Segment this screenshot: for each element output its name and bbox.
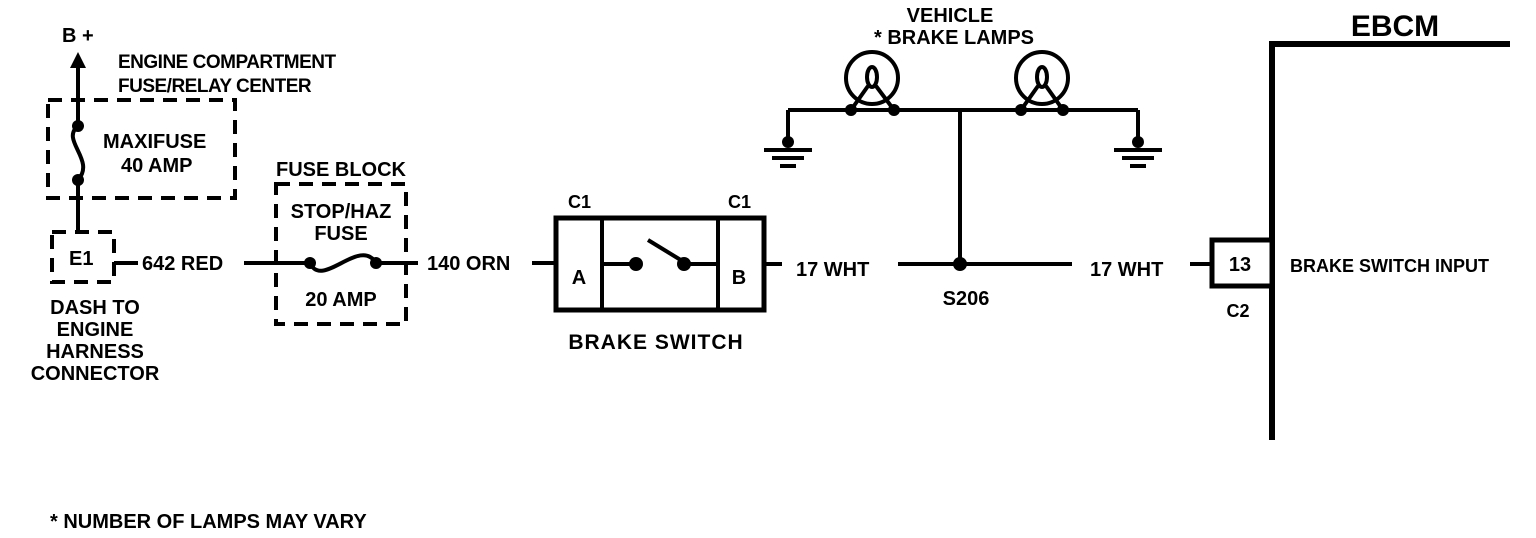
ground-right-icon <box>1114 148 1162 168</box>
bplus-arrow-icon <box>70 52 86 68</box>
brake-switch-label: BRAKE SWITCH <box>568 331 743 354</box>
connector-e1-desc-3: HARNESS <box>46 341 144 363</box>
ebcm-brake-switch-input: BRAKE SWITCH INPUT <box>1290 256 1489 276</box>
brake-switch-c1-left: C1 <box>568 192 591 212</box>
fuse-block-name-1: STOP/HAZ <box>291 201 392 223</box>
fuse-block-name-2: FUSE <box>314 223 367 245</box>
connector-e1-pin: E1 <box>69 248 93 270</box>
fuse-relay-center-title-2: FUSE/RELAY CENTER <box>118 76 312 97</box>
wire-17-wht-left-label: 17 WHT <box>796 259 869 281</box>
brake-lamp-2-icon <box>1014 50 1070 106</box>
fuse-block-title: FUSE BLOCK <box>276 159 407 181</box>
maxifuse-rating: 40 AMP <box>121 155 193 177</box>
connector-e1-desc-2: ENGINE <box>57 319 134 341</box>
maxifuse-icon <box>70 124 86 182</box>
fuse-relay-center-title-1: ENGINE COMPARTMENT <box>118 52 336 73</box>
wire-17-wht-right-label: 17 WHT <box>1090 259 1163 281</box>
lamps-title-1: VEHICLE <box>907 5 994 27</box>
lamps-footnote: * NUMBER OF LAMPS MAY VARY <box>50 511 367 533</box>
stop-haz-fuse-terminal-left <box>304 257 316 269</box>
brake-switch-pin-a: A <box>572 267 586 289</box>
connector-e1-desc-1: DASH TO <box>50 297 140 319</box>
splice-s206-label: S206 <box>943 288 990 310</box>
maxifuse-terminal-top <box>72 120 84 132</box>
maxifuse-label: MAXIFUSE <box>103 131 206 153</box>
ground-left-icon <box>764 148 812 168</box>
brake-lamp-1-terminal-l <box>845 104 857 116</box>
ebcm-pin-13: 13 <box>1229 254 1251 276</box>
fuse-relay-center-box <box>46 98 237 200</box>
brake-lamp-1-icon <box>844 50 900 106</box>
ebcm-pin-13-box <box>1209 237 1275 289</box>
brake-switch-c1-right: C1 <box>728 192 751 212</box>
ebcm-boundary <box>1269 41 1510 440</box>
brake-lamp-1-filament-icon <box>865 65 879 89</box>
connector-e1-desc-4: CONNECTOR <box>31 363 160 385</box>
brake-switch-contact-left <box>629 257 643 271</box>
brake-switch-pin-b: B <box>732 267 746 289</box>
ground-left-dot <box>782 136 794 148</box>
wire-642-red-label: 642 RED <box>142 253 223 275</box>
ebcm-title: EBCM <box>1351 10 1439 43</box>
brake-lamp-1-terminal-r <box>888 104 900 116</box>
fuse-block-rating: 20 AMP <box>305 289 377 311</box>
fuse-block-box <box>274 182 408 326</box>
connector-e1-box <box>50 230 116 284</box>
stop-haz-fuse-icon <box>308 253 378 273</box>
brake-lamp-2-filament-icon <box>1035 65 1049 89</box>
wire-140-orn-label: 140 ORN <box>427 253 510 275</box>
ebcm-connector-c2: C2 <box>1226 301 1249 321</box>
brake-lamp-2-terminal-r <box>1057 104 1069 116</box>
brake-switch-blade-icon <box>646 238 686 264</box>
lamps-title-2: * BRAKE LAMPS <box>874 27 1034 49</box>
bplus-label: B + <box>62 25 94 47</box>
brake-switch-body <box>553 215 767 313</box>
ground-right-dot <box>1132 136 1144 148</box>
brake-lamp-2-terminal-l <box>1015 104 1027 116</box>
